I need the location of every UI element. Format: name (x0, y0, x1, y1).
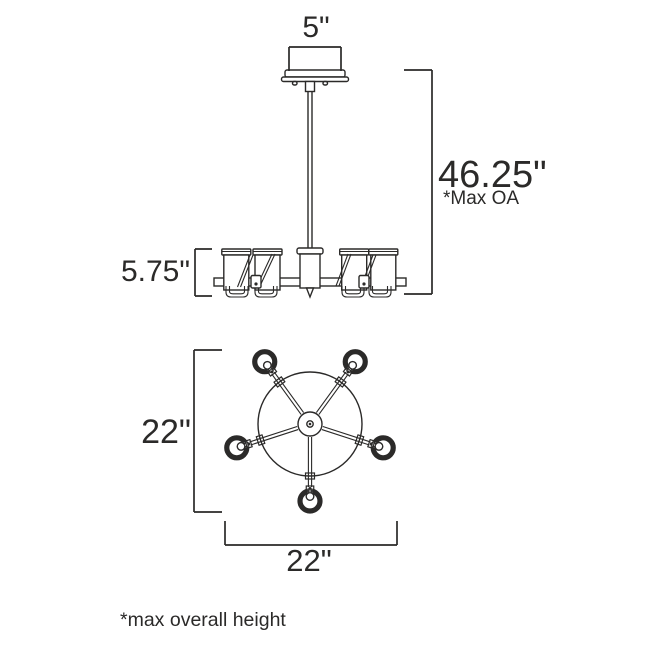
shade-1 (221, 248, 252, 291)
side-view (213, 69, 407, 299)
canopy-stem (304, 80, 316, 93)
center-column (296, 247, 324, 299)
light-top-left (252, 349, 278, 377)
canopy-width-dimension: 5" (288, 11, 342, 71)
light-bottom (297, 485, 323, 514)
down-rod (307, 90, 313, 250)
top-view-width-label: 22" (286, 543, 332, 578)
overall-height-dimension: 46.25" *Max OA (404, 69, 547, 295)
rim-sleeves (255, 376, 365, 480)
canopy-screw-right (322, 80, 329, 86)
light-top-right (342, 349, 368, 377)
top-view-width-dimension: 22" (224, 521, 398, 578)
footnote: *max overall height (120, 609, 286, 631)
band-clamp-left (250, 274, 262, 289)
hub-body (299, 253, 321, 289)
top-view-height-label: 22" (141, 413, 191, 451)
body-height-label: 5.75" (121, 255, 190, 288)
socket (374, 441, 384, 451)
socket (262, 360, 272, 370)
hub-finial (305, 287, 315, 299)
shade-4 (368, 248, 399, 291)
socket (348, 360, 358, 370)
mounting-canopy (280, 69, 350, 93)
canopy-width-label: 5" (302, 11, 329, 44)
light-right (367, 435, 396, 461)
canopy-screw-left (291, 80, 298, 86)
fixture-body (213, 247, 407, 299)
top-view (224, 349, 396, 514)
overall-height-note: *Max OA (443, 188, 519, 209)
hub-cap (296, 247, 324, 255)
band-clamp-right (358, 274, 370, 289)
body-height-dimension: 5.75" (121, 248, 212, 297)
top-view-height-dimension: 22" (141, 349, 222, 513)
light-left (224, 435, 253, 461)
socket (236, 441, 246, 451)
hub-dot (308, 422, 312, 426)
overall-height-label: 46.25" (438, 154, 547, 196)
shade-loops (225, 286, 392, 298)
canopy-body (284, 69, 346, 78)
socket (305, 492, 315, 502)
center-hub (297, 411, 323, 437)
